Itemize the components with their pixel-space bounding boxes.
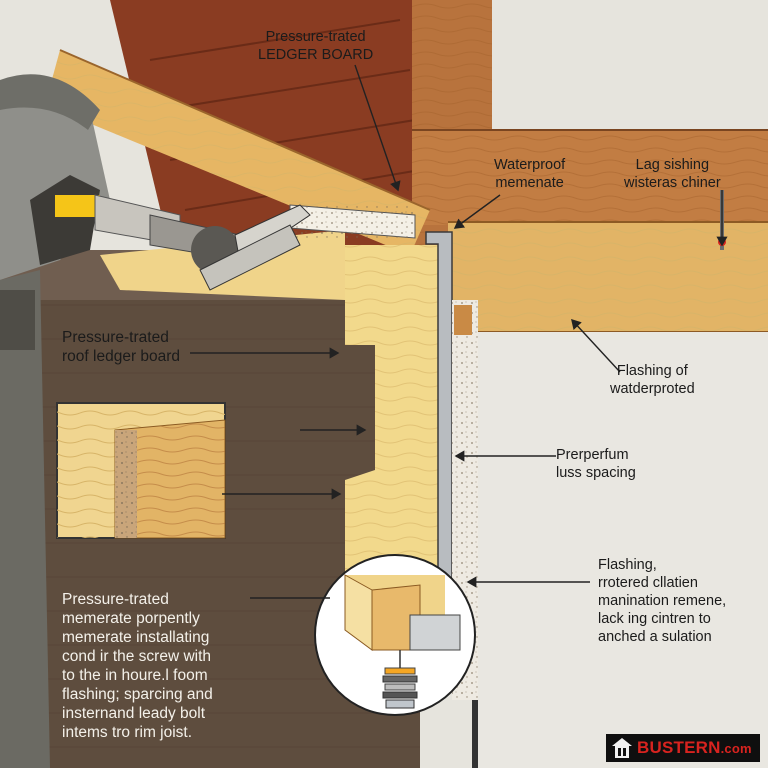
label-lag-flashing: Lag sishing wisteras chiner [624,157,721,191]
leader-lines [190,64,728,599]
label-roof-ledger-board: Pressure-trated roof ledger board [62,329,181,365]
membrane-stack-icon [382,650,418,709]
label-flashing-waterproofed: Flashing of watderproted [610,363,695,397]
label-flashing-detail: Flashing, rrotered cllatien manination r… [598,557,727,645]
label-bottom-note: Pressure-trated memerate porpently memer… [62,591,213,741]
brand-name: BUSTERN.com [637,738,752,757]
label-top-ledger-board: Pressure-trated LEDGER BOARD [258,29,374,63]
brand-watermark: BUSTERN.com [606,734,760,762]
worker-figure [0,74,311,768]
house-logo-icon [612,738,632,758]
inset-wood-detail [56,402,226,539]
label-waterproof-membrane: Waterproof memenate [494,157,566,191]
label-spacing: Prerperfum luss spacing [556,447,636,481]
circle-callout [314,554,476,716]
right-wall [478,332,768,768]
